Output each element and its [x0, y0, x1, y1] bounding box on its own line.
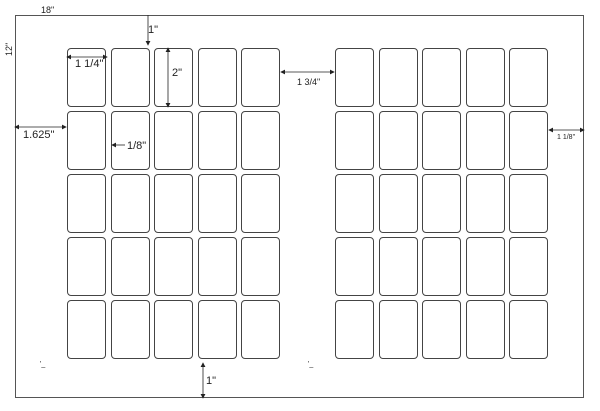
- label-width-text: 1 1/4": [75, 58, 104, 70]
- label-cell: [154, 300, 193, 359]
- label-cell: [465, 300, 505, 359]
- label-cell: [509, 174, 548, 233]
- bottom-margin-label: 1": [206, 375, 217, 387]
- top-margin-label: 1": [148, 24, 159, 36]
- left-margin-label: 1.625": [23, 129, 55, 141]
- label-cell: [335, 48, 374, 107]
- label-cell: [422, 111, 461, 170]
- label-cell: [509, 237, 548, 296]
- label-cell: [197, 48, 237, 107]
- gutter-label: 1 3/4": [297, 77, 321, 87]
- sheet-height-label: 12": [4, 42, 14, 56]
- label-cell: [378, 237, 418, 296]
- label-cell: [197, 174, 237, 233]
- label-cell: [335, 237, 374, 296]
- right-margin-label: 1 1/8": [557, 134, 576, 141]
- label-cell: [241, 111, 280, 170]
- label-cell: [335, 111, 374, 170]
- label-cell: [241, 48, 280, 107]
- label-cell: [335, 174, 374, 233]
- label-cell: [110, 111, 150, 170]
- label-cell: [422, 48, 461, 107]
- label-cell: [465, 48, 505, 107]
- label-cell: [378, 48, 418, 107]
- label-cell: [110, 237, 150, 296]
- label-cell: [509, 48, 548, 107]
- sheet-width-label: 18": [41, 5, 55, 15]
- label-cell: [422, 174, 461, 233]
- label-cell: [154, 237, 193, 296]
- label-cell: [154, 48, 193, 107]
- label-cell: [197, 237, 237, 296]
- label-cell: [154, 174, 193, 233]
- label-cell: [241, 237, 280, 296]
- label-cell: [67, 111, 106, 170]
- label-cell: [197, 111, 237, 170]
- label-gap-text: 1/8": [127, 140, 147, 152]
- label-cell: [67, 174, 106, 233]
- label-cell: [67, 300, 106, 359]
- alignment-mark-right: '_: [308, 361, 314, 368]
- alignment-mark-left: '_: [40, 361, 46, 368]
- sheet-outline: [15, 15, 584, 398]
- label-cell: [422, 300, 461, 359]
- label-cell: [378, 111, 418, 170]
- label-cell: [110, 174, 150, 233]
- label-cell: [110, 300, 150, 359]
- label-cell: [335, 300, 374, 359]
- label-cell: [465, 174, 505, 233]
- label-height-text: 2": [172, 67, 183, 79]
- label-cell: [465, 237, 505, 296]
- label-cell: [378, 300, 418, 359]
- label-cell: [154, 111, 193, 170]
- label-cell: [465, 111, 505, 170]
- label-cell: [509, 300, 548, 359]
- label-cell: [422, 237, 461, 296]
- label-cell: [197, 300, 237, 359]
- label-cell: [378, 174, 418, 233]
- label-cell: [509, 111, 548, 170]
- label-cell: [241, 300, 280, 359]
- label-cell: [241, 174, 280, 233]
- label-cell: [110, 48, 150, 107]
- label-cell: [67, 237, 106, 296]
